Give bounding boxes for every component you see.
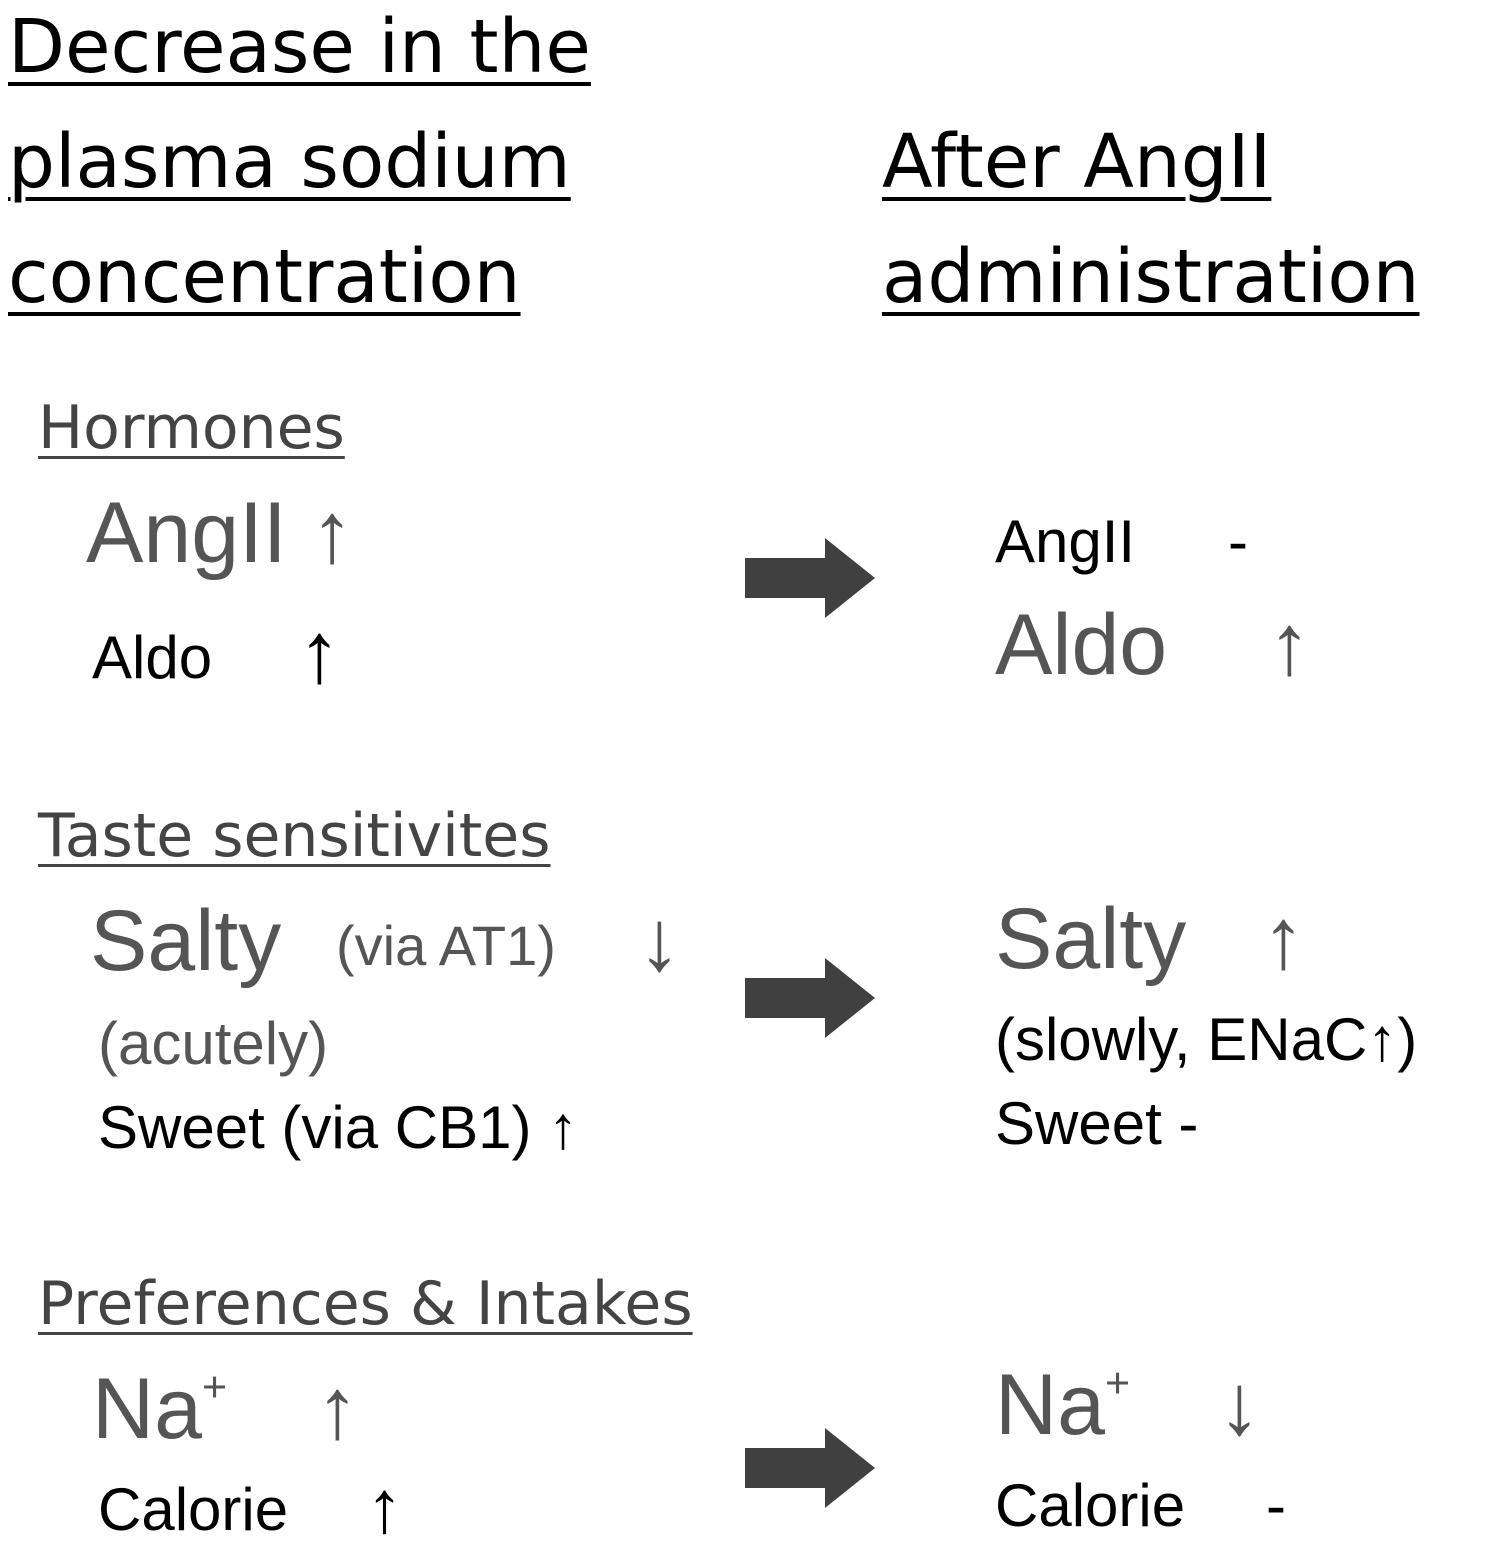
left-angii: AngII ↑ bbox=[86, 485, 354, 581]
right-angii: AngII bbox=[995, 508, 1136, 575]
hormones-right-arrow-icon bbox=[745, 538, 875, 618]
left-acutely: (acutely) bbox=[98, 1010, 329, 1077]
left-calorie-up-arrow: ↑ bbox=[366, 1465, 403, 1548]
left-na: Na+ bbox=[92, 1361, 228, 1457]
right-aldo-up-arrow: ↑ bbox=[1268, 597, 1311, 693]
right-sweet: Sweet - bbox=[995, 1090, 1199, 1157]
left-salty-via: (via AT1) bbox=[336, 914, 556, 977]
right-salty-up-arrow: ↑ bbox=[1262, 891, 1305, 987]
taste-right-arrow-icon bbox=[745, 958, 875, 1038]
right-na: Na+ bbox=[995, 1357, 1131, 1453]
right-aldo: Aldo bbox=[995, 597, 1168, 693]
right-slowly: (slowly, ENaC↑) bbox=[995, 1006, 1418, 1073]
right-na-down-arrow: ↓ bbox=[1218, 1357, 1261, 1453]
right-heading-line-2: administration bbox=[882, 234, 1420, 320]
section-hormones: Hormones bbox=[38, 393, 345, 463]
left-heading-line-3: concentration bbox=[8, 234, 521, 320]
right-salty: Salty bbox=[995, 891, 1187, 987]
left-sweet: Sweet (via CB1) ↑ bbox=[98, 1094, 579, 1161]
right-angii-mark: - bbox=[1228, 508, 1248, 575]
section-taste: Taste sensitivites bbox=[38, 801, 551, 871]
right-calorie-mark: - bbox=[1266, 1472, 1286, 1539]
section-preferences: Preferences & Intakes bbox=[38, 1269, 693, 1339]
right-heading-line-1: After AngII bbox=[882, 119, 1272, 205]
left-na-up-arrow: ↑ bbox=[316, 1361, 359, 1457]
right-calorie: Calorie bbox=[995, 1472, 1186, 1539]
left-aldo: Aldo bbox=[92, 624, 213, 691]
left-aldo-up-arrow: ↑ bbox=[298, 605, 341, 701]
preferences-right-arrow-icon bbox=[745, 1428, 875, 1508]
left-heading-line-2: plasma sodium bbox=[8, 119, 571, 205]
left-calorie: Calorie bbox=[98, 1476, 289, 1543]
left-heading-line-1: Decrease in the bbox=[8, 4, 591, 90]
left-salty: Salty bbox=[90, 893, 282, 989]
left-salty-down-arrow: ↓ bbox=[638, 893, 681, 989]
